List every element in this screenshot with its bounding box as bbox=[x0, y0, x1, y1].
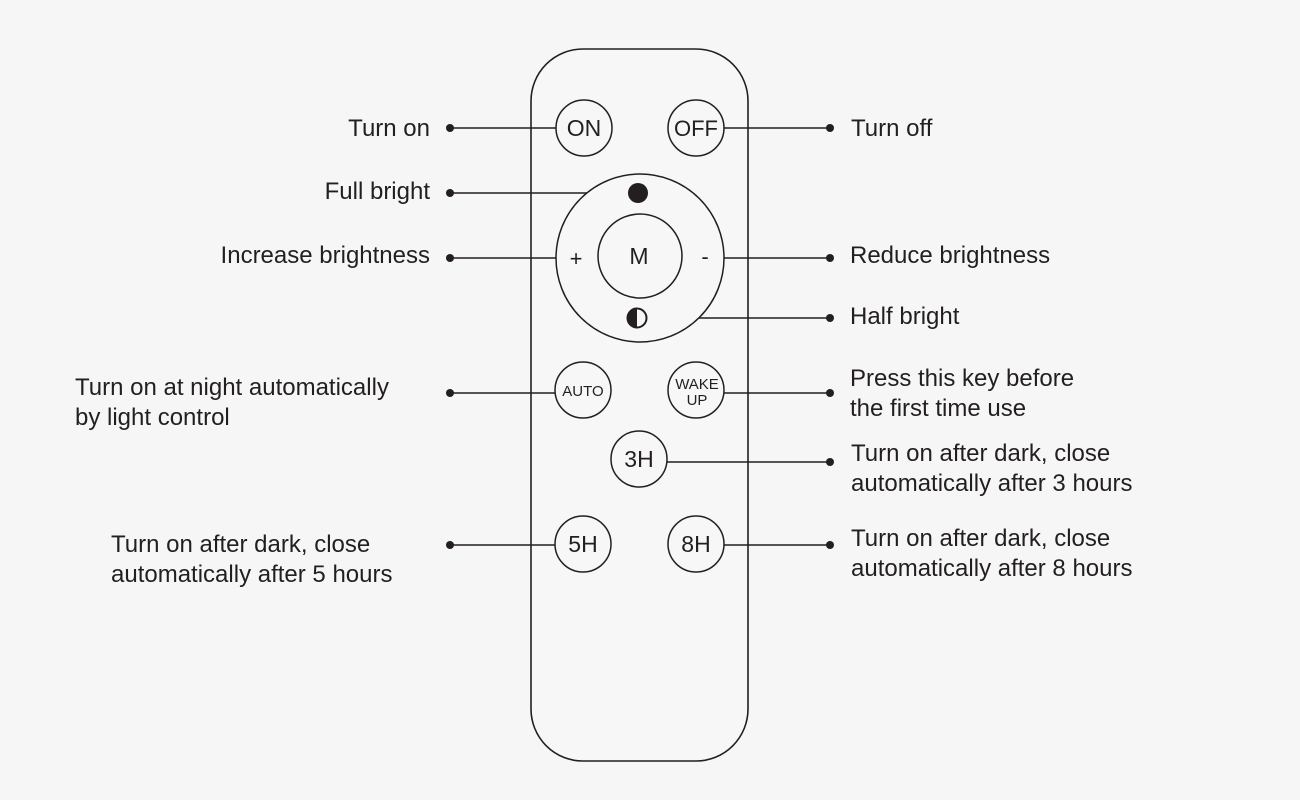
dot-auto bbox=[446, 389, 454, 397]
three-hour-button[interactable]: 3H bbox=[610, 430, 668, 488]
auto-button[interactable]: AUTO bbox=[554, 361, 612, 419]
full-bright-button[interactable] bbox=[628, 183, 648, 203]
reduce-brightness-button[interactable]: - bbox=[701, 244, 708, 269]
increase-brightness-button[interactable]: + bbox=[570, 246, 583, 271]
leader-lines bbox=[450, 127, 830, 546]
dot-3h bbox=[826, 458, 834, 466]
three-hour-button-label: 3H bbox=[624, 446, 653, 472]
label-wake-up: Press this key before the first time use bbox=[850, 364, 1074, 424]
label-increase-brightness: Increase brightness bbox=[220, 242, 430, 269]
wake-up-button[interactable]: WAKE UP bbox=[667, 361, 725, 419]
eight-hour-button[interactable]: 8H bbox=[667, 515, 725, 573]
dot-turn-on bbox=[446, 124, 454, 132]
label-turn-off: Turn off bbox=[851, 115, 933, 142]
dot-increase bbox=[446, 254, 454, 262]
half-bright-button[interactable] bbox=[626, 307, 648, 329]
on-button[interactable]: ON bbox=[555, 99, 613, 157]
label-auto-line1: Turn on at night automatically bbox=[75, 374, 389, 401]
wake-up-label-line1: WAKE bbox=[675, 376, 719, 393]
five-hour-button-label: 5H bbox=[568, 531, 597, 557]
label-wake-line2: the first time use bbox=[850, 395, 1027, 422]
label-8h-line1: Turn on after dark, close bbox=[851, 525, 1111, 552]
on-button-label: ON bbox=[567, 115, 602, 141]
leader-dots bbox=[446, 124, 834, 549]
dot-half-bright bbox=[826, 314, 834, 322]
label-3h: Turn on after dark, close automatically … bbox=[851, 439, 1132, 499]
wake-up-label-line2: UP bbox=[687, 392, 708, 409]
label-reduce-brightness: Reduce brightness bbox=[850, 242, 1051, 269]
label-half-bright: Half bright bbox=[850, 303, 960, 330]
label-8h-line2: automatically after 8 hours bbox=[851, 555, 1133, 582]
label-auto: Turn on at night automatically by light … bbox=[75, 373, 389, 433]
dot-8h bbox=[826, 541, 834, 549]
label-3h-line1: Turn on after dark, close bbox=[851, 440, 1111, 467]
label-full-bright: Full bright bbox=[324, 178, 430, 205]
off-button[interactable]: OFF bbox=[667, 99, 725, 157]
label-5h-line2: automatically after 5 hours bbox=[111, 561, 393, 588]
dot-5h bbox=[446, 541, 454, 549]
mode-button[interactable]: M bbox=[597, 213, 683, 299]
five-hour-button[interactable]: 5H bbox=[554, 515, 612, 573]
label-wake-line1: Press this key before bbox=[850, 365, 1075, 392]
label-5h: Turn on after dark, close automatically … bbox=[111, 530, 392, 590]
mode-button-label: M bbox=[629, 243, 648, 269]
label-3h-line2: automatically after 3 hours bbox=[851, 470, 1133, 497]
label-auto-line2: by light control bbox=[75, 404, 230, 431]
label-turn-on: Turn on bbox=[348, 115, 430, 142]
auto-button-label: AUTO bbox=[562, 383, 603, 400]
label-5h-line1: Turn on after dark, close bbox=[111, 531, 371, 558]
dot-reduce bbox=[826, 254, 834, 262]
label-8h: Turn on after dark, close automatically … bbox=[851, 524, 1132, 584]
off-button-label: OFF bbox=[674, 116, 718, 141]
eight-hour-button-label: 8H bbox=[681, 531, 710, 557]
dot-wake bbox=[826, 389, 834, 397]
dot-turn-off bbox=[826, 124, 834, 132]
dot-full-bright bbox=[446, 189, 454, 197]
